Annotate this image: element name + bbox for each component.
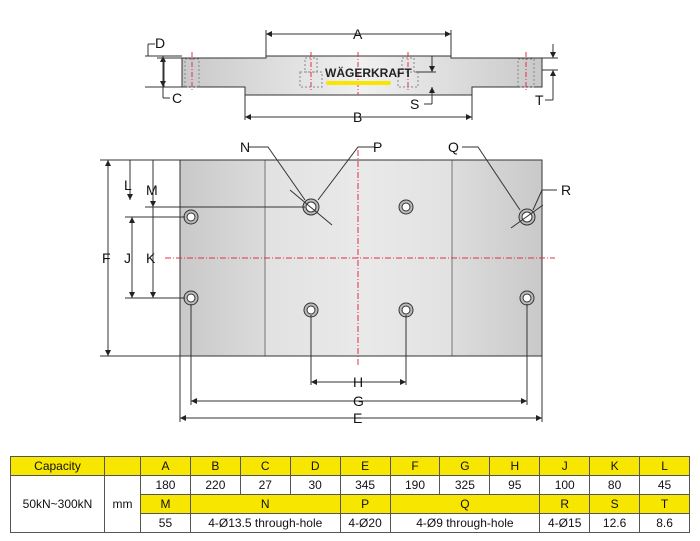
col-header: P xyxy=(339,494,391,514)
dim-R: R xyxy=(561,182,571,198)
dim-G: G xyxy=(353,393,364,409)
cell: 220 xyxy=(189,475,241,495)
cell: 30 xyxy=(289,475,341,495)
capacity-value: 50kN~300kN xyxy=(10,475,105,533)
col-header: K xyxy=(589,456,641,476)
dim-C: C xyxy=(172,90,182,106)
col-header: G xyxy=(439,456,491,476)
unit: mm xyxy=(104,475,141,533)
dim-B: B xyxy=(353,109,362,125)
brand-logo: WÄGERKRAFT xyxy=(325,65,412,80)
col-header: C xyxy=(239,456,291,476)
dim-E: E xyxy=(353,410,362,426)
col-header: B xyxy=(189,456,241,476)
cell: 45 xyxy=(639,475,690,495)
col-header: D xyxy=(289,456,341,476)
cell: 345 xyxy=(339,475,391,495)
cell: 4-Ø9 through-hole xyxy=(389,513,541,533)
dim-N: N xyxy=(240,139,250,155)
col-header: E xyxy=(339,456,391,476)
col-header: Q xyxy=(389,494,541,514)
dim-J: J xyxy=(124,250,131,266)
cell: 27 xyxy=(239,475,291,495)
brand-underline xyxy=(326,81,391,85)
cell: 190 xyxy=(389,475,441,495)
cell: 8.6 xyxy=(639,513,690,533)
col-header: H xyxy=(489,456,541,476)
col-header: J xyxy=(539,456,591,476)
col-header: T xyxy=(639,494,690,514)
blank-header xyxy=(104,456,141,476)
dim-P: P xyxy=(373,139,382,155)
dim-T: T xyxy=(535,92,544,108)
cell: 4-Ø13.5 through-hole xyxy=(189,513,341,533)
cell: 325 xyxy=(439,475,491,495)
dim-M: M xyxy=(146,182,158,198)
col-header: M xyxy=(140,494,191,514)
cell: 4-Ø15 xyxy=(539,513,591,533)
dim-Q: Q xyxy=(448,139,459,155)
cell: 55 xyxy=(140,513,191,533)
dim-F: F xyxy=(102,250,111,266)
cell: 95 xyxy=(489,475,541,495)
col-header: R xyxy=(539,494,591,514)
cell: 180 xyxy=(140,475,191,495)
cell: 100 xyxy=(539,475,591,495)
col-header: S xyxy=(589,494,641,514)
capacity-header: Capacity xyxy=(10,456,105,476)
col-header: A xyxy=(140,456,191,476)
dim-K: K xyxy=(146,250,156,266)
dim-L: L xyxy=(124,177,132,193)
dim-S: S xyxy=(410,96,419,112)
col-header: L xyxy=(639,456,690,476)
cell: 12.6 xyxy=(589,513,641,533)
col-header: N xyxy=(189,494,341,514)
dim-H: H xyxy=(353,374,363,390)
col-header: F xyxy=(389,456,441,476)
cell: 80 xyxy=(589,475,641,495)
dim-A: A xyxy=(353,26,363,42)
cell: 4-Ø20 xyxy=(339,513,391,533)
technical-drawing: A B C D S T WÄGERKRAFT N P Q R L M F J K… xyxy=(100,26,571,426)
dim-D: D xyxy=(155,35,165,51)
